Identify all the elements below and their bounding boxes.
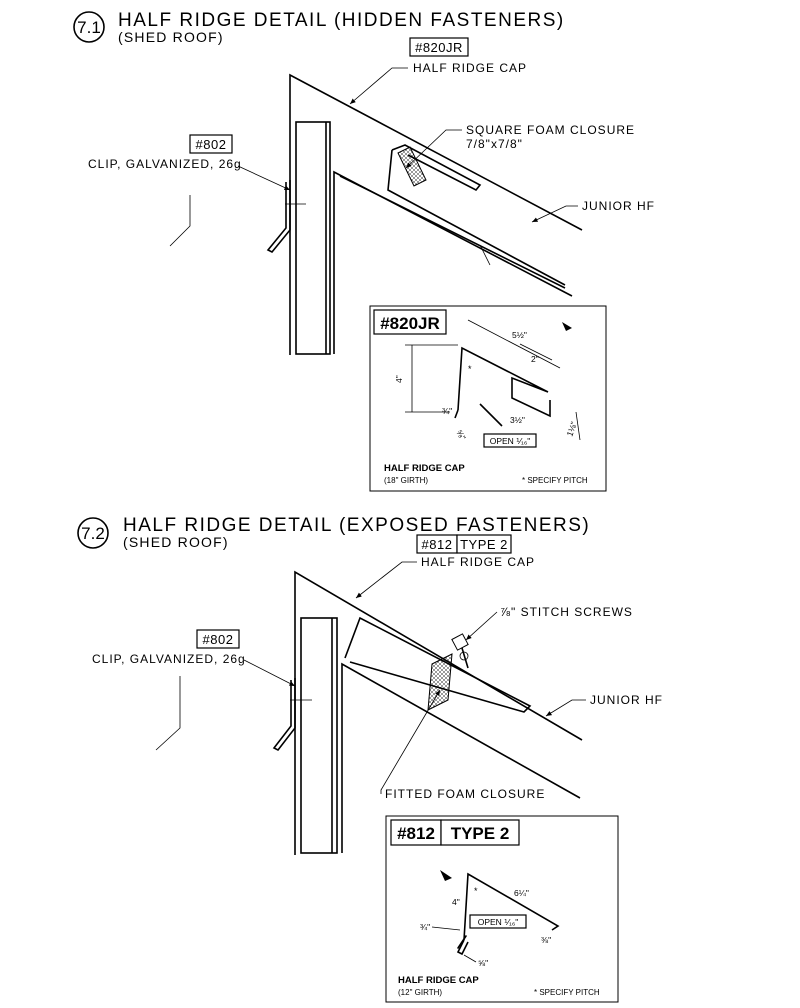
inset-tag: #812: [397, 824, 435, 843]
panel-leader: [531, 205, 578, 223]
inset-type: TYPE 2: [451, 824, 510, 843]
dim-0-375: ⅜": [541, 935, 551, 945]
clip-tag: #802: [196, 137, 227, 152]
roof-assembly: [272, 570, 583, 855]
open-label: OPEN ⅟₁₆": [490, 436, 531, 446]
clip-label: CLIP, GALVANIZED, 26g: [88, 157, 242, 171]
detail-title: HALF RIDGE DETAIL (EXPOSED FASTENERS): [123, 515, 590, 536]
detail-number-circle: [73, 11, 105, 43]
cap-type: TYPE 2: [460, 537, 508, 552]
inset-girth: (18" GIRTH): [384, 476, 428, 485]
detail-number: 7.1: [77, 18, 101, 37]
dim-0-625: ⅝": [478, 958, 488, 968]
inset-name: HALF RIDGE CAP: [384, 463, 465, 474]
dim-4: 4": [452, 897, 460, 907]
clip-leader: [243, 659, 296, 687]
clip-tag: #802: [203, 632, 234, 647]
clip-label: CLIP, GALVANIZED, 26g: [92, 652, 246, 666]
inset-tag: #820JR: [380, 314, 440, 333]
inset-name: HALF RIDGE CAP: [398, 975, 479, 986]
foam-label: FITTED FOAM CLOSURE: [385, 787, 545, 801]
clip-tag-box: [196, 629, 240, 649]
foam-label-line2: 7/8"x7/8": [466, 137, 523, 151]
cap-tag: #812: [422, 537, 453, 552]
profile-inset-812: #812 TYPE 2 * 6¼" 4" ¾" ⅜" ⅝" OPEN ⅟₁₆" …: [385, 815, 619, 1003]
dim-1-125: 1⅛": [564, 420, 578, 437]
pitch-star: *: [468, 364, 472, 374]
profile-inset-820jr: #820JR 5½" 2" 4" 3½" 1⅛" ¾" ⅝" * OPEN ⅟₁…: [369, 305, 607, 492]
detail-title: HALF RIDGE DETAIL (HIDDEN FASTENERS): [118, 10, 565, 31]
pitch-arrow-icon: [440, 870, 452, 881]
break-line: [155, 676, 181, 751]
pitch-star: *: [474, 886, 478, 896]
detail-7-2: 7.2 HALF RIDGE DETAIL (EXPOSED FASTENERS…: [77, 515, 663, 1003]
cap-label: HALF RIDGE CAP: [413, 61, 527, 75]
foam-label-line1: SQUARE FOAM CLOSURE: [466, 123, 635, 137]
screw-label: ⅞" STITCH SCREWS: [500, 605, 633, 619]
dim-0-75: ¾": [420, 922, 430, 932]
clip-tag-box: [189, 134, 233, 154]
panel-label: JUNIOR HF: [590, 693, 663, 707]
cap-leader: [349, 67, 408, 105]
dim-0-625: ⅝": [454, 428, 468, 442]
cap-leader: [355, 561, 417, 599]
dim-2: 2": [531, 354, 539, 364]
cap-type-box: [456, 534, 512, 554]
dim-0-75: ¾": [442, 406, 452, 416]
dim-6-25: 6¼": [514, 888, 529, 898]
screw-leader: [465, 611, 498, 641]
detail-7-1: 7.1 HALF RIDGE DETAIL (HIDDEN FASTENERS)…: [73, 10, 655, 492]
detail-subtitle: (SHED ROOF): [123, 534, 229, 550]
detail-subtitle: (SHED ROOF): [118, 29, 224, 45]
foam-leader: [405, 129, 462, 169]
dim-5-5: 5½": [512, 330, 527, 340]
cap-tag-box: [409, 37, 469, 57]
cap-label: HALF RIDGE CAP: [421, 555, 535, 569]
break-line: [169, 195, 191, 247]
dim-3-5: 3½": [510, 415, 525, 425]
inset-pitch-note: * SPECIFY PITCH: [534, 988, 600, 997]
inset-pitch-note: * SPECIFY PITCH: [522, 476, 588, 485]
clip-leader: [237, 165, 291, 191]
panel-label: JUNIOR HF: [582, 199, 655, 213]
open-label: OPEN ⅟₁₆": [478, 917, 519, 927]
foam-leader: [380, 689, 441, 794]
pitch-arrow-icon: [562, 322, 572, 331]
dim-4: 4": [394, 375, 404, 383]
detail-number-circle: [77, 517, 109, 549]
detail-number: 7.2: [81, 524, 105, 543]
roof-assembly: [266, 73, 583, 355]
cap-tag: #820JR: [415, 40, 463, 55]
panel-leader: [545, 699, 586, 717]
inset-girth: (12" GIRTH): [398, 988, 442, 997]
